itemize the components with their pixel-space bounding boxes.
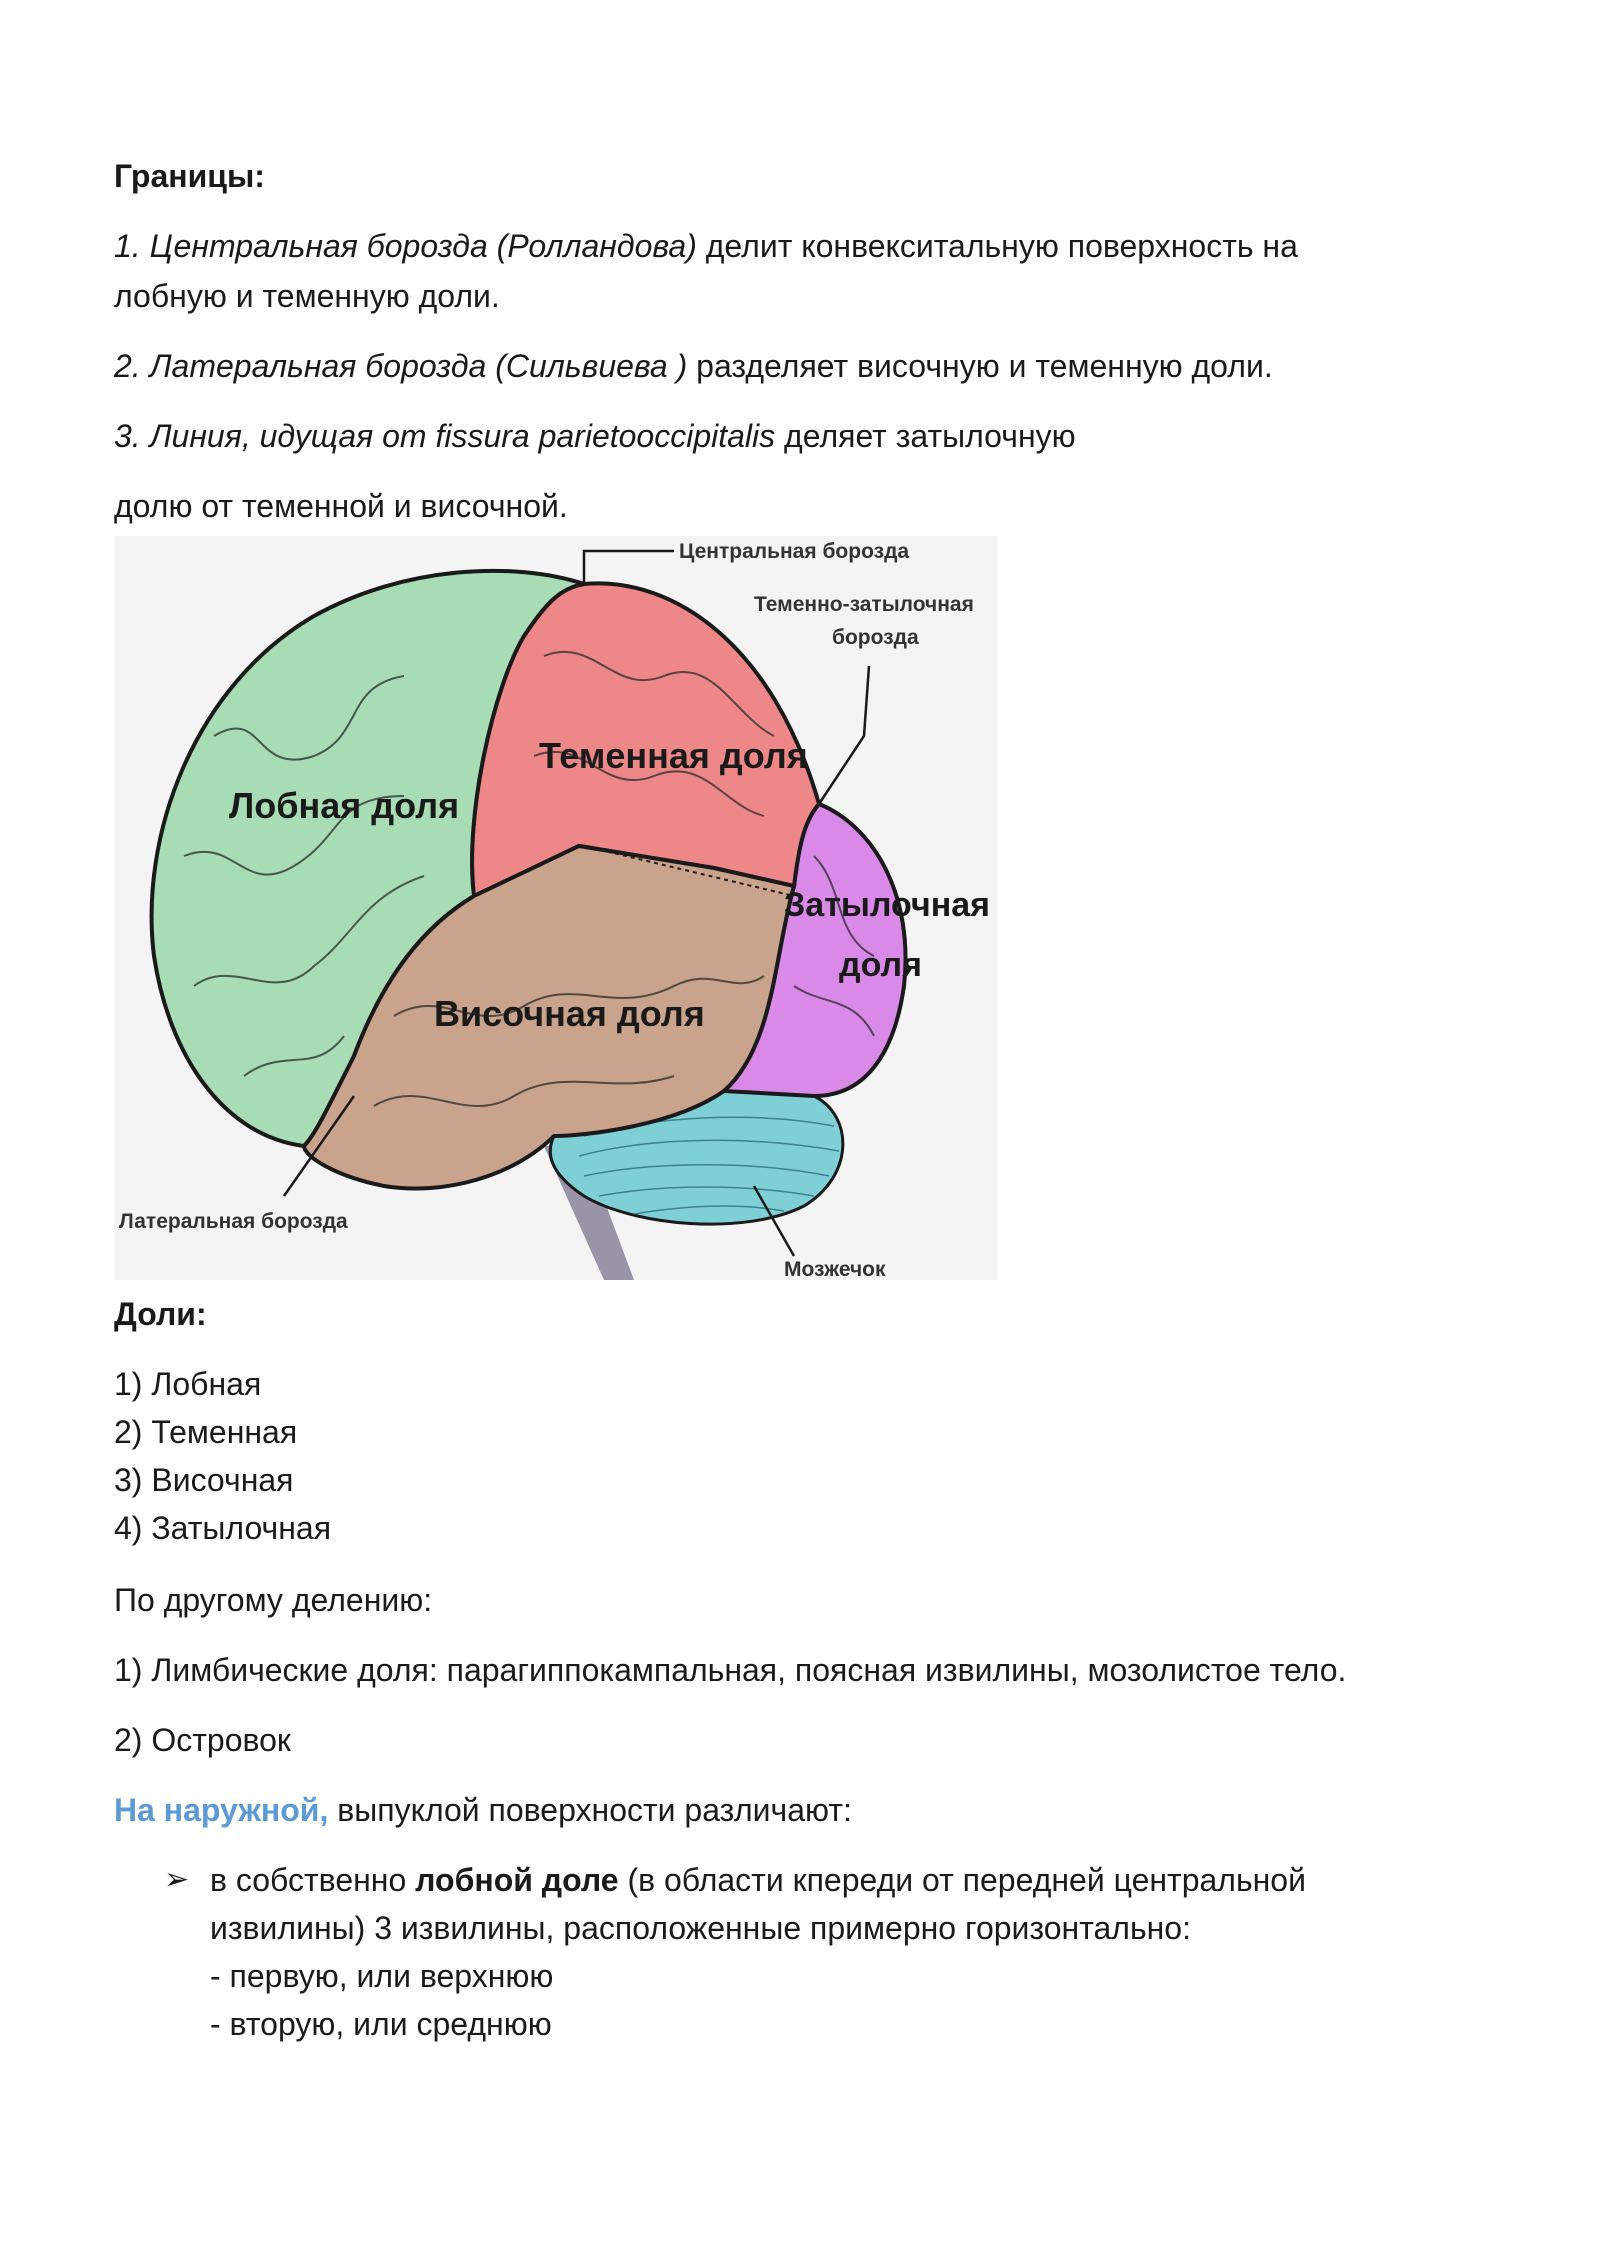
outer-surface-intro: На наружной, выпуклой поверхности различ… [114, 1786, 852, 1834]
border-item-2-term: 2. Латеральная борозда (Сильвиева ) [114, 348, 688, 384]
bullet-line-1: в собственно лобной доле (в области кпер… [210, 1856, 1306, 1904]
temporal-lobe [301, 843, 797, 1191]
parieto-occipital-pointer [817, 665, 871, 805]
brain-lobes-figure: Центральная борозда Теменно-затылочная б… [114, 536, 998, 1280]
other-division-item-2: 2) Островок [114, 1722, 291, 1758]
label-central-sulcus: Центральная борозда [679, 540, 909, 563]
bullet-text-a: в собственно [210, 1862, 416, 1898]
border-item-1-text: делит конвекситальную поверхность на [696, 228, 1298, 264]
lobe-item-4: 4) Затылочная [114, 1510, 332, 1546]
bullet-text-bold: лобной доле [415, 1862, 619, 1898]
label-parietal-lobe: Теменная доля [539, 735, 808, 776]
label-frontal-lobe: Лобная доля [229, 785, 459, 826]
border-item-1-line2: лобную и теменную доли. [114, 278, 500, 314]
arrow-bullet-icon: ➢ [164, 1863, 190, 1896]
central-sulcus-pointer [582, 549, 674, 584]
border-item-1-term: 1. Центральная борозда (Ролландова) [114, 228, 697, 264]
border-item-3-term: 3. Линия, идущая от fissura parietooccip… [114, 418, 776, 454]
parieto-temporal-line [583, 845, 795, 897]
label-occipital-lobe-1: Затылочная [784, 886, 990, 924]
label-lateral-sulcus: Латеральная борозда [119, 1210, 348, 1233]
cerebellum-pointer [752, 1185, 796, 1257]
label-occipital-lobe-2: доля [839, 946, 922, 984]
lobes-heading: Доли: [114, 1296, 207, 1332]
border-item-3-line2: долю от теменной и височной. [114, 488, 568, 524]
other-division-heading: По другому делению: [114, 1582, 433, 1618]
border-item-2-text: разделяет височную и теменную доли. [687, 348, 1273, 384]
label-cerebellum: Мозжечок [784, 1258, 886, 1280]
lateral-sulcus-pointer [282, 1095, 356, 1197]
borders-heading: Границы: [114, 158, 265, 194]
label-parieto-occipital-2: борозда [832, 626, 919, 649]
lobe-item-3: 3) Височная [114, 1462, 294, 1498]
border-item-3: 3. Линия, идущая от fissura parietooccip… [114, 412, 1076, 460]
bullet-text-b: (в области кпереди от передней центральн… [618, 1862, 1306, 1898]
dash-item-2: - вторую, или среднюю [210, 2006, 552, 2042]
border-item-3-text: деляет затылочную [775, 418, 1076, 454]
lobe-item-2: 2) Теменная [114, 1414, 298, 1450]
outer-surface-text: выпуклой поверхности различают: [328, 1792, 852, 1828]
bullet-line-2: извилины) 3 извилины, расположенные прим… [210, 1910, 1191, 1946]
outer-surface-highlight: На наружной, [114, 1792, 329, 1828]
border-item-2: 2. Латеральная борозда (Сильвиева ) разд… [114, 342, 1273, 390]
lobe-item-1: 1) Лобная [114, 1366, 262, 1402]
dash-item-1: - первую, или верхнюю [210, 1958, 554, 1994]
border-item-1: 1. Центральная борозда (Ролландова) дели… [114, 222, 1298, 270]
other-division-item-1: 1) Лимбические доля: парагиппокампальная… [114, 1652, 1347, 1688]
label-temporal-lobe: Височная доля [434, 993, 705, 1034]
label-parieto-occipital-1: Теменно-затылочная [754, 593, 974, 616]
